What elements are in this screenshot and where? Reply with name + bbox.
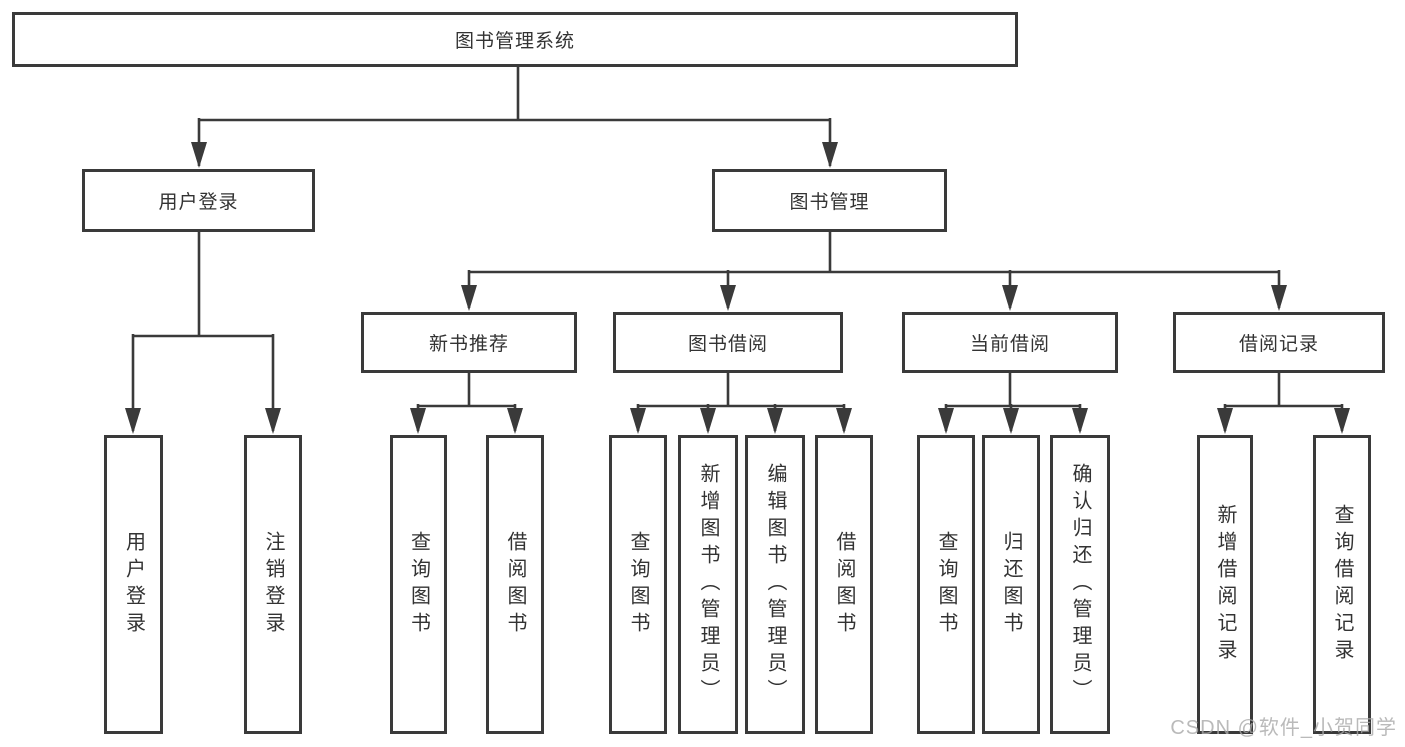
leaf-record-add-label: 新增借阅记录 [1214, 503, 1236, 666]
leaf-user-login-label: 用户登录 [122, 530, 145, 639]
leaf-record-add: 新增借阅记录 [1197, 435, 1253, 734]
leaf-borrow-add-admin-label: 新增图书（管理员） [697, 463, 719, 706]
leaf-record-query-label: 查询借阅记录 [1331, 503, 1353, 666]
leaf-borrow-query: 查询图书 [609, 435, 667, 734]
leaf-borrow-edit-admin: 编辑图书（管理员） [745, 435, 805, 734]
leaf-newbook-borrow-label: 借阅图书 [504, 530, 526, 639]
leaf-logout: 注销登录 [244, 435, 302, 734]
leaf-current-return: 归还图书 [982, 435, 1040, 734]
arrowhead-icons [125, 142, 1350, 434]
leaf-logout-label: 注销登录 [262, 530, 284, 639]
leaf-newbook-query: 查询图书 [390, 435, 447, 734]
node-root-label: 图书管理系统 [454, 31, 575, 52]
leaf-user-login: 用户登录 [104, 435, 163, 734]
node-new-book-recommend-label: 新书推荐 [428, 334, 509, 355]
leaf-current-confirm-admin-label: 确认归还（管理员） [1069, 463, 1091, 706]
leaf-record-query: 查询借阅记录 [1313, 435, 1371, 734]
node-book-management: 图书管理 [712, 169, 947, 232]
leaf-borrow-borrow-label: 借阅图书 [833, 530, 855, 639]
leaf-current-return-label: 归还图书 [1000, 530, 1022, 639]
leaf-borrow-query-label: 查询图书 [627, 530, 649, 639]
leaf-borrow-edit-admin-label: 编辑图书（管理员） [764, 463, 786, 706]
leaf-borrow-add-admin: 新增图书（管理员） [678, 435, 738, 734]
node-book-management-label: 图书管理 [789, 192, 870, 213]
leaf-current-query-label: 查询图书 [935, 530, 957, 639]
node-user-login-label: 用户登录 [158, 192, 239, 213]
node-new-book-recommend: 新书推荐 [361, 312, 577, 373]
node-current-borrow: 当前借阅 [902, 312, 1118, 373]
node-root: 图书管理系统 [12, 12, 1018, 67]
leaf-current-confirm-admin: 确认归还（管理员） [1050, 435, 1110, 734]
leaf-newbook-borrow: 借阅图书 [486, 435, 544, 734]
node-book-borrow-label: 图书借阅 [687, 334, 768, 355]
leaf-current-query: 查询图书 [917, 435, 975, 734]
node-borrow-record-label: 借阅记录 [1238, 334, 1319, 355]
node-current-borrow-label: 当前借阅 [969, 334, 1050, 355]
watermark-text: CSDN @软件_小贺同学 [1170, 717, 1397, 739]
node-borrow-record: 借阅记录 [1173, 312, 1385, 373]
node-book-borrow: 图书借阅 [613, 312, 843, 373]
leaf-borrow-borrow: 借阅图书 [815, 435, 873, 734]
leaf-newbook-query-label: 查询图书 [407, 530, 430, 639]
node-user-login: 用户登录 [82, 169, 315, 232]
